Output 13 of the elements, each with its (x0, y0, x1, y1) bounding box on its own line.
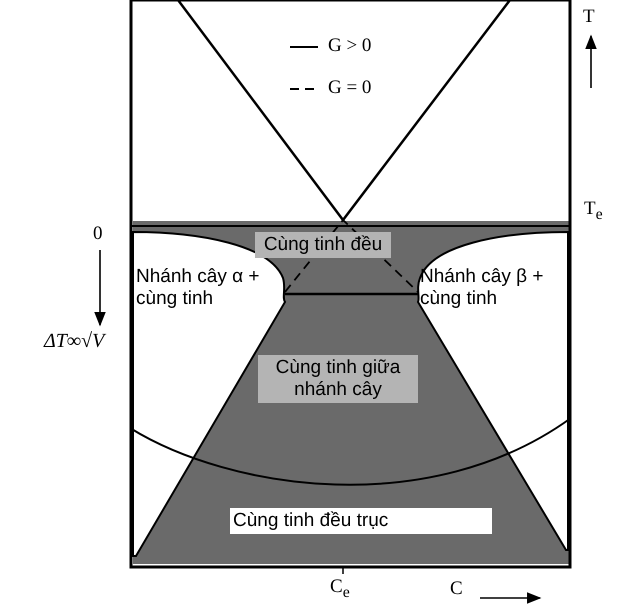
axis-label: C$_{e}$ (330, 576, 350, 602)
region-label: Cùng tinh đều trục (230, 508, 492, 534)
axis-label: 0 (93, 223, 102, 245)
legend-label: G = 0 (328, 77, 372, 99)
region-label: Nhánh cây β + cùng tinh (420, 266, 544, 310)
axis-label: T (583, 6, 595, 28)
region-label: Cùng tinh giữa nhánh cây (258, 355, 418, 403)
axis-label: T$_{e}$ (584, 198, 603, 224)
axis-label: ΔT∞√V (44, 330, 104, 353)
region-label: Cùng tinh đều (255, 232, 391, 258)
axis-label: C (450, 578, 463, 600)
region-label: Nhánh cây α + cùng tinh (136, 266, 260, 310)
legend-label: G > 0 (328, 35, 372, 57)
